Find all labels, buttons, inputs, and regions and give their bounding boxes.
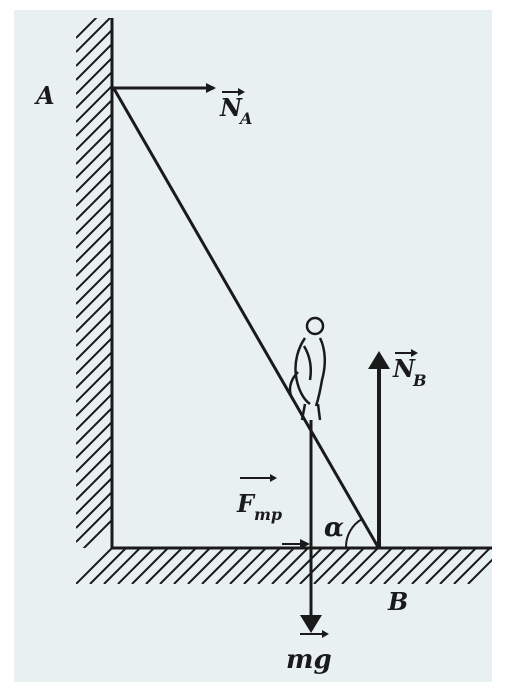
label-friction-subscript: тр [254,505,282,524]
wall-hatching [76,18,112,548]
label-normal-b-symbol: N [392,354,416,383]
label-normal-a-symbol: N [219,93,243,122]
person-figure [288,316,326,421]
label-normal-a-subscript: A [238,109,252,128]
overbar-arrowheads [238,88,418,638]
label-gravity: mg [286,645,332,675]
angle-arc [344,518,363,548]
diagram-panel [14,10,492,682]
floor-hatching [76,548,492,584]
label-friction-symbol: F [236,489,256,518]
ladder-rod [111,86,380,548]
label-point-b: B [387,587,408,616]
vector-overbars [222,91,411,635]
label-point-a: A [34,81,55,110]
label-angle-alpha: α [324,513,344,543]
label-normal-b-subscript: B [412,371,427,390]
